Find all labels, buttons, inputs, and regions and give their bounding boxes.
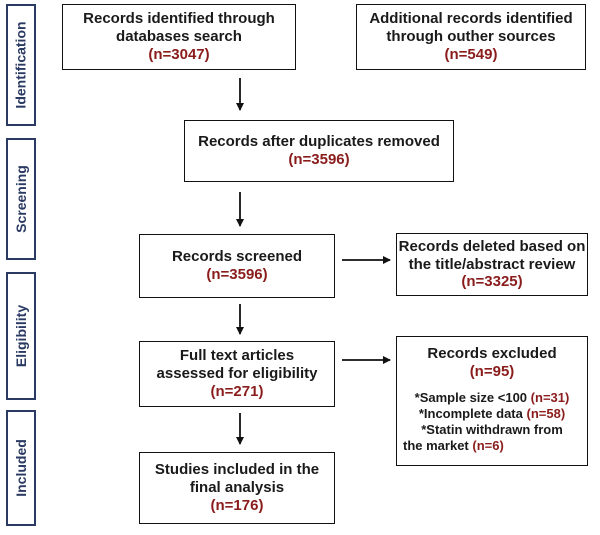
excluded-reason-statin-withdrawn-line2: the market (n=6) bbox=[403, 438, 579, 454]
box-records-deleted: Records deleted based on the title/abstr… bbox=[396, 233, 588, 296]
excluded-reason-statin-withdrawn-text2: the market bbox=[403, 437, 469, 453]
box-full-text-line1: Full text articles bbox=[179, 347, 295, 365]
box-records-excluded-title: Records excluded bbox=[427, 345, 557, 362]
excluded-reasons: *Sample size <100 (n=31) *Incomplete dat… bbox=[403, 390, 579, 454]
excluded-reason-statin-withdrawn: *Statin withdrawn from the market (n=6) bbox=[403, 422, 579, 454]
box-full-text: Full text articles assessed for eligibil… bbox=[139, 341, 335, 407]
box-full-text-line2: assessed for eligibility bbox=[156, 365, 318, 383]
box-records-deleted-line2: the title/abstract review bbox=[408, 255, 576, 273]
box-records-excluded-header: Records excluded (n=95) bbox=[405, 345, 579, 380]
box-studies-included-count: (n=176) bbox=[210, 496, 264, 514]
excluded-reason-statin-withdrawn-text: *Statin withdrawn from bbox=[421, 422, 563, 438]
box-records-screened-line1: Records screened bbox=[171, 248, 303, 266]
box-other-sources-count: (n=549) bbox=[444, 45, 498, 63]
box-studies-included-line2: final analysis bbox=[189, 479, 285, 497]
box-records-excluded: Records excluded (n=95) *Sample size <10… bbox=[396, 336, 588, 466]
box-duplicates-removed-line1: Records after duplicates removed bbox=[198, 133, 440, 151]
box-records-deleted-count: (n=3325) bbox=[461, 273, 523, 291]
box-duplicates-removed-count: (n=3596) bbox=[288, 151, 350, 168]
box-other-sources-line2: through outher sources bbox=[386, 28, 556, 46]
phase-screening: Screening bbox=[6, 138, 36, 260]
box-database-search-count: (n=3047) bbox=[148, 45, 210, 63]
excluded-reason-incomplete-data: *Incomplete data (n=58) bbox=[405, 406, 579, 422]
box-records-screened-count: (n=3596) bbox=[206, 266, 268, 283]
box-database-search: Records identified through databases sea… bbox=[62, 4, 296, 70]
excluded-reason-statin-withdrawn-count: (n=6) bbox=[472, 437, 504, 453]
excluded-reason-incomplete-data-count: (n=58) bbox=[526, 406, 566, 422]
phase-eligibility: Eligibility bbox=[6, 272, 36, 400]
excluded-reason-sample-size-count: (n=31) bbox=[530, 390, 570, 406]
box-full-text-count: (n=271) bbox=[210, 382, 264, 400]
excluded-reason-sample-size-text: *Sample size <100 bbox=[414, 390, 528, 406]
phase-identification: Identification bbox=[6, 4, 36, 126]
box-studies-included-line1: Studies included in the bbox=[154, 461, 320, 479]
box-records-deleted-line1: Records deleted based on bbox=[398, 237, 586, 255]
box-records-excluded-count: (n=95) bbox=[469, 362, 515, 380]
box-records-screened: Records screened (n=3596) bbox=[139, 234, 335, 298]
box-duplicates-removed: Records after duplicates removed (n=3596… bbox=[184, 120, 454, 182]
box-other-sources: Additional records identified through ou… bbox=[356, 4, 586, 70]
box-database-search-line2: databases search bbox=[116, 28, 242, 46]
excluded-reason-sample-size: *Sample size <100 (n=31) bbox=[405, 390, 579, 406]
box-other-sources-line1: Additional records identified bbox=[369, 10, 573, 28]
box-studies-included: Studies included in the final analysis (… bbox=[139, 452, 335, 524]
box-database-search-line1: Records identified through bbox=[83, 10, 275, 28]
excluded-reason-incomplete-data-text: *Incomplete data bbox=[418, 406, 523, 422]
phase-included: Included bbox=[6, 410, 36, 526]
